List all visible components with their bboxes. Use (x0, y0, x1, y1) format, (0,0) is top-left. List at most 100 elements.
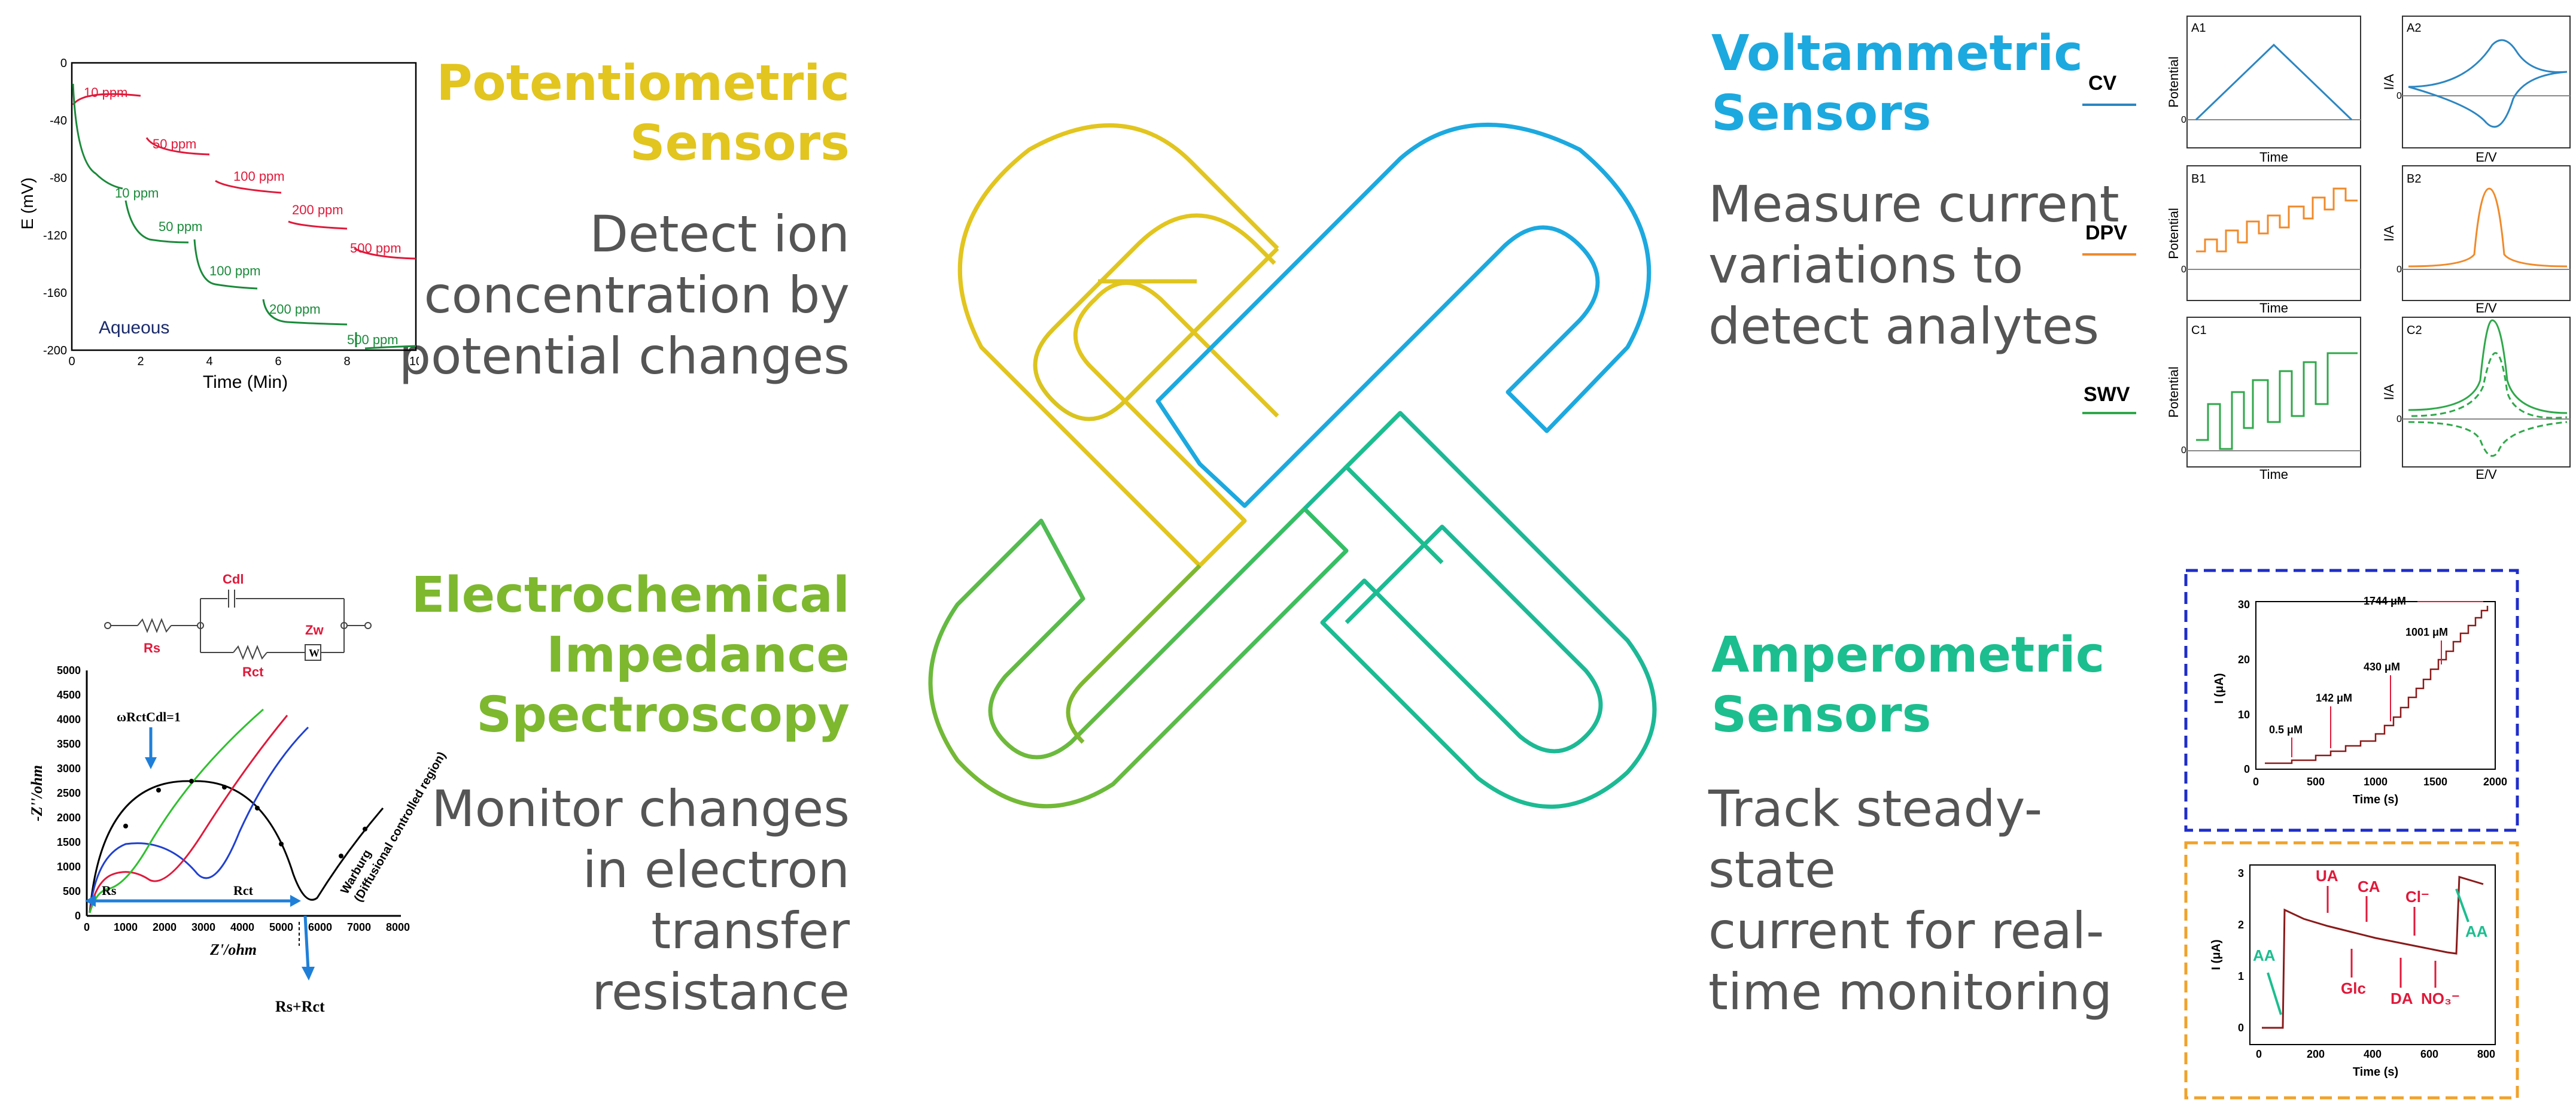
swv-net-current (2411, 352, 2568, 419)
svg-text:0: 0 (2181, 115, 2186, 125)
x-tick: 1500 (2423, 776, 2447, 788)
analyte-label: NO₃⁻ (2421, 989, 2460, 1007)
x-tick: 0 (84, 921, 90, 933)
plot-frame (71, 62, 417, 351)
y-tick: 3000 (57, 763, 81, 775)
analyte-label: CA (2358, 878, 2380, 896)
circuit-label: Cdl (223, 572, 244, 587)
y-axis-label: -Z''/ohm (28, 765, 45, 821)
y-tick: 20 (2238, 654, 2250, 666)
x-tick: 10 (409, 355, 419, 368)
logo-teal-loop (1303, 411, 1657, 809)
potentiometric-description: Detect ion concentration by potential ch… (399, 205, 850, 386)
y-tick: 2 (2238, 919, 2244, 931)
circuit-label: Zw (305, 623, 324, 638)
x-axis-label: E/V (2475, 300, 2497, 315)
voltammetric-description: Measure current variations to detect ana… (1708, 175, 2119, 356)
amperometric-title: Amperometric Sensors (1711, 627, 2105, 743)
x-axis-label: Z'/ohm (209, 941, 257, 958)
red-ppm-label: 200 ppm (292, 202, 343, 217)
eis-title: Electrochemical Impedance Spectroscopy (411, 567, 850, 743)
cv-potential-wave (2195, 43, 2353, 121)
y-tick: 2000 (57, 812, 81, 824)
y-tick: 10 (2238, 709, 2250, 721)
analyte-label: DA (2391, 989, 2413, 1007)
swv-potential-wave (2196, 352, 2358, 450)
y-tick: -200 (43, 344, 67, 357)
equivalent-circuit (104, 590, 372, 661)
red-trace (72, 93, 416, 260)
panel-label: A1 (2191, 22, 2206, 35)
svg-text:0: 0 (2396, 265, 2402, 275)
y-axis-label: Potential (2166, 56, 2181, 108)
x-tick: 200 (2307, 1048, 2325, 1060)
y-axis-label: I (μA) (2213, 673, 2226, 703)
x-tick: 800 (2477, 1048, 2495, 1060)
y-tick: 3500 (57, 738, 81, 750)
x-tick: 5000 (269, 921, 293, 933)
voltammetric-title: Voltammetric Sensors (1711, 25, 2083, 142)
x-axis-label: E/V (2475, 467, 2497, 482)
analyte-label: Cl⁻ (2405, 888, 2429, 906)
red-ppm-label: 500 ppm (350, 241, 402, 256)
cv-voltammogram (2408, 39, 2568, 128)
x-tick: 8000 (386, 921, 410, 933)
green-ppm-label: 500 ppm (347, 332, 399, 347)
y-axis-label: I/A (2382, 225, 2396, 241)
x-tick: 6000 (308, 921, 332, 933)
x-tick: 0 (2253, 776, 2259, 788)
nyquist-markers (123, 779, 367, 858)
logo-yellow-loop (1033, 213, 1279, 421)
panel-label: B2 (2407, 172, 2421, 186)
panel-label: A2 (2407, 22, 2421, 35)
green-ppm-label: 200 ppm (269, 302, 321, 317)
nyquist-black (89, 780, 384, 913)
x-tick: 0 (68, 355, 75, 368)
y-tick: -160 (43, 287, 67, 300)
x-tick: 4000 (230, 921, 254, 933)
x-tick: 2 (137, 355, 144, 368)
svg-text:0: 0 (2181, 445, 2186, 456)
analyte-label: AA (2465, 922, 2488, 940)
svg-text:0: 0 (2181, 265, 2186, 275)
frame (2184, 841, 2519, 1100)
x-axis-label: Time (2259, 300, 2288, 315)
rct-label: Rct (233, 883, 254, 898)
y-tick: 1000 (57, 861, 81, 873)
x-tick: 8 (343, 355, 350, 368)
green-ppm-label: 50 ppm (159, 219, 202, 234)
y-axis-label: Potential (2166, 366, 2181, 418)
x-axis-label: Time (2259, 150, 2288, 165)
x-tick: 600 (2420, 1048, 2438, 1060)
rs-label: Rs (102, 883, 117, 898)
panel-label: B1 (2191, 172, 2206, 186)
panel-label: C1 (2191, 324, 2207, 337)
interlocking-logo (928, 122, 1657, 809)
y-tick: 5000 (57, 664, 81, 676)
y-axis-label: E (mV) (18, 177, 37, 229)
amperometric-chart-1: 0 10 20 30 0 500 1000 1500 2000 I (μA) T… (2184, 569, 2519, 832)
y-tick: 1500 (57, 836, 81, 848)
x-tick: 7000 (347, 921, 371, 933)
x-tick: 4 (206, 355, 212, 368)
analyte-label: UA (2316, 867, 2338, 885)
warburg-label: (Diffusional controlled region) (352, 749, 449, 904)
y-axis-label: I (μA) (2210, 939, 2223, 970)
red-ppm-label: 100 ppm (233, 169, 285, 184)
red-ppm-label: 10 ppm (84, 85, 127, 100)
concentration-label: 1744 μM (2364, 595, 2406, 607)
y-tick: 0 (75, 910, 81, 922)
x-tick: 1000 (2364, 776, 2388, 788)
y-tick: 30 (2238, 599, 2250, 611)
x-axis-label: E/V (2475, 150, 2497, 165)
current-trace (2265, 606, 2489, 764)
y-tick: -80 (50, 172, 67, 185)
potentiometric-chart: 0 -40 -80 -120 -160 -200 0 2 4 6 8 10 E … (18, 57, 419, 392)
y-tick: 4000 (57, 714, 81, 726)
x-tick: 2000 (153, 921, 177, 933)
row-label-dpv: DPV (2085, 221, 2127, 244)
x-tick: 6 (275, 355, 281, 368)
analyte-label: Glc (2341, 979, 2366, 997)
green-ppm-label: 100 ppm (209, 263, 261, 278)
x-axis-label: Time (Min) (203, 372, 288, 392)
